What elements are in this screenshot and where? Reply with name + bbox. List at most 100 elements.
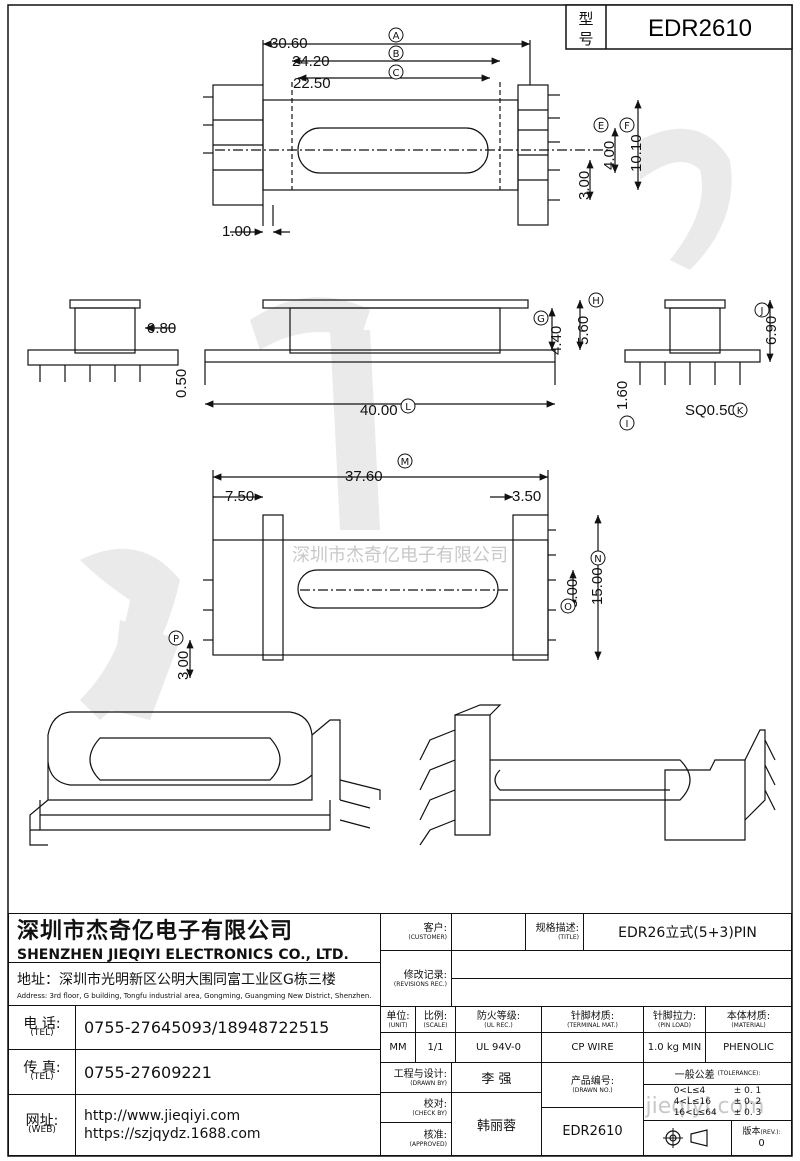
check-label: 校对:(CHECK BY) — [380, 1093, 452, 1123]
tel-label: 电 话:(TEL) — [8, 1005, 76, 1050]
drawn-label: 工程与设计:(DRAWN BY) — [380, 1063, 452, 1093]
model-header: 型 号 EDR2610 — [565, 4, 793, 50]
marker-c: C — [393, 68, 400, 79]
dim-k1: 6.90 — [763, 316, 780, 345]
dim-f: 10.10 — [628, 134, 645, 172]
marker-n: N — [594, 554, 601, 565]
marker-g: G — [537, 314, 545, 325]
type-label: 型 — [578, 11, 593, 28]
dim-b: 24.20 — [292, 53, 330, 70]
dim-l: 40.00 — [360, 402, 398, 419]
terminal-label: 针脚材质:(TERMINAL MAT.) — [542, 1007, 644, 1033]
type-label-2: 号 — [578, 31, 593, 48]
side-view-right — [624, 299, 774, 385]
title-value: EDR26立式(5+3)PIN — [584, 913, 792, 951]
tolerance-row: 16<L≤64± 0. 3 — [673, 1108, 762, 1118]
projection-symbol — [644, 1121, 732, 1156]
dim-h: 5.60 — [575, 316, 592, 345]
address-cn: 深圳市光明新区公明大围同富工业区G栋三楼 — [59, 971, 336, 988]
dim-j: 0.50 — [173, 369, 190, 398]
projection-icon — [662, 1128, 708, 1148]
tolerance-row: 0<L≤4± 0. 1 — [673, 1086, 762, 1096]
marker-a: A — [393, 31, 400, 42]
marker-f: F — [624, 121, 630, 132]
marker-b: B — [393, 49, 400, 60]
dimension-markers-mid — [400, 292, 770, 431]
dim-d: 1.00 — [222, 223, 251, 240]
fax-label: 传 真:(TEL) — [8, 1050, 76, 1095]
dim-k2: 1.60 — [614, 381, 631, 410]
fax-value: 0755-27609221 — [76, 1050, 380, 1095]
dim-k3: SQ0.50 — [685, 402, 736, 419]
material-label: 本体材质:(MATERIAL) — [706, 1007, 792, 1033]
footer-watermark: jieqiyi.com — [645, 1094, 765, 1119]
title-label: 规格描述:(TITLE) — [526, 913, 584, 951]
web-label: 网址:(WEB) — [8, 1095, 76, 1156]
marker-e: E — [598, 121, 604, 132]
tolerance-row: 4<L≤16± 0. 2 — [673, 1097, 762, 1107]
tolerance-header: 一般公差(TOLERANCE): — [644, 1063, 792, 1085]
ul-label: 防火等级:(UL REC.) — [456, 1007, 542, 1033]
scale-label: 比例:(SCALE) — [416, 1007, 456, 1033]
web-link-1[interactable]: http://www.jieqiyi.com — [84, 1108, 241, 1124]
dim-n: 15.00 — [589, 567, 606, 605]
pinload-value: 1.0 kg MIN — [644, 1033, 706, 1063]
customer-label: 客户:(CUSTOMER) — [380, 913, 452, 951]
tel-value: 0755-27645093/18948722515 — [76, 1005, 380, 1050]
dim-a: 30.60 — [270, 35, 308, 52]
address-block: 地址：深圳市光明新区公明大围同富工业区G栋三楼 Address: 3rd flo… — [8, 963, 380, 1005]
dim-i: 0.80 — [147, 320, 176, 337]
web-link-2[interactable]: https://szjqydz.1688.com — [84, 1126, 261, 1142]
revision-row-1 — [452, 951, 792, 979]
dim-m: 37.60 — [345, 468, 383, 485]
marker-i: I — [626, 419, 629, 430]
material-value: PHENOLIC — [706, 1033, 792, 1063]
customer-value — [452, 913, 526, 951]
dim-g-top: 3.00 — [576, 171, 593, 200]
dimension-markers-bottom — [168, 453, 606, 646]
bottom-view — [186, 470, 602, 678]
marker-l: L — [405, 402, 411, 413]
company-name-en: SHENZHEN JIEQIYI ELECTRONICS CO., LTD. — [17, 947, 349, 963]
dim-c: 22.50 — [293, 75, 331, 92]
approved-value: 韩丽蓉 — [452, 1093, 542, 1156]
page-border — [7, 4, 793, 1157]
title-block: 深圳市杰奇亿电子有限公司 SHENZHEN JIEQIYI ELECTRONIC… — [0, 913, 800, 1161]
dim-e: 4.00 — [601, 141, 618, 170]
address-en: Address: 3rd floor, G building, Tongfu i… — [17, 991, 372, 1000]
marker-o: O — [564, 602, 572, 613]
dim-m-left: 7.50 — [225, 488, 254, 505]
unit-value: MM — [380, 1033, 416, 1063]
pinload-label: 针脚拉力:(PIN LOAD) — [644, 1007, 706, 1033]
dim-m-right: 3.50 — [512, 488, 541, 505]
approved-label: 核准:(APPROVED) — [380, 1123, 452, 1156]
dimension-markers-top — [388, 27, 635, 133]
version-block: 版本(REV.): 0 — [732, 1121, 792, 1156]
isometric-view-left — [29, 711, 381, 846]
isometric-view-right — [419, 704, 776, 846]
terminal-value: CP WIRE — [542, 1033, 644, 1063]
marker-m: M — [401, 457, 410, 468]
company-name-block: 深圳市杰奇亿电子有限公司 SHENZHEN JIEQIYI ELECTRONIC… — [8, 913, 380, 963]
ul-value: UL 94V-0 — [456, 1033, 542, 1063]
side-view-left — [27, 299, 179, 382]
web-value: http://www.jieqiyi.com https://szjqydz.1… — [76, 1095, 380, 1156]
marker-j: J — [760, 306, 764, 317]
version-value: 0 — [758, 1138, 765, 1149]
top-view — [203, 40, 642, 236]
marker-h: H — [592, 296, 600, 307]
drawn-value: 李 强 — [452, 1063, 542, 1093]
scale-value: 1/1 — [416, 1033, 456, 1063]
marker-k: K — [737, 406, 744, 417]
unit-label: 单位:(UNIT) — [380, 1007, 416, 1033]
address-label: 地址： — [17, 971, 59, 988]
marker-p: P — [173, 634, 179, 645]
watermark-text: 深圳市杰奇亿电子有限公司 — [292, 545, 508, 566]
revision-row-2 — [452, 979, 792, 1007]
company-name-cn: 深圳市杰奇亿电子有限公司 — [17, 919, 294, 944]
side-view-center — [204, 299, 584, 408]
model-number: EDR2610 — [648, 15, 752, 42]
tolerance-table: 0<L≤4± 0. 1 4<L≤16± 0. 2 16<L≤64± 0. 3 — [644, 1085, 792, 1121]
dim-p: 3.00 — [175, 651, 192, 680]
